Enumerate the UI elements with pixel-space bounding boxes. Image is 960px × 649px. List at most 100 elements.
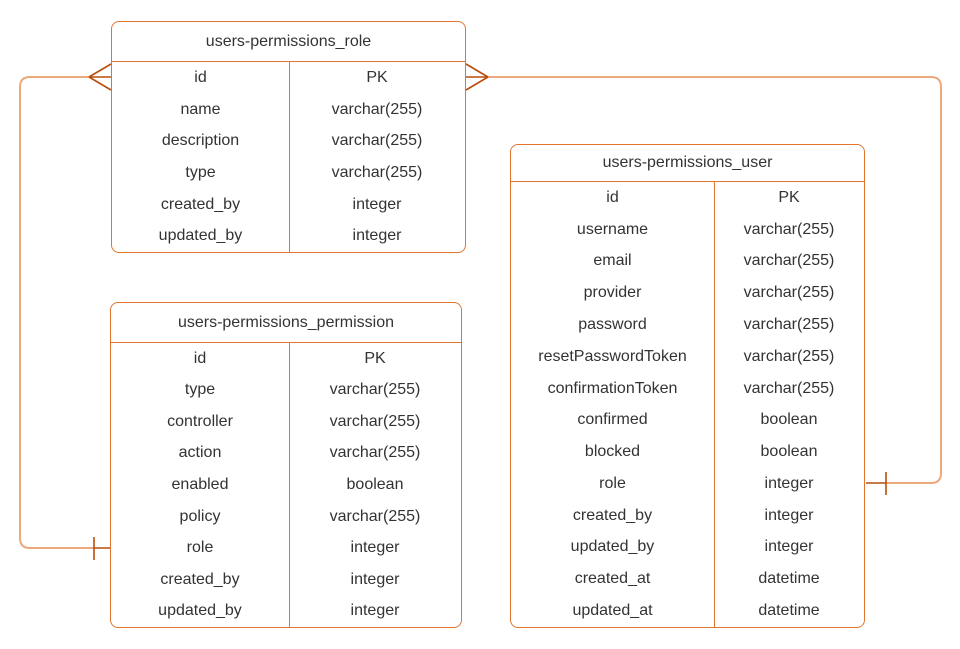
table-row: id PK xyxy=(511,182,864,214)
table-row: confirmed boolean xyxy=(511,404,864,436)
table-row: policy varchar(255) xyxy=(111,501,461,533)
field-name: enabled xyxy=(171,476,229,494)
table-row: controller varchar(255) xyxy=(111,406,461,438)
field-type: PK xyxy=(366,68,388,86)
field-name: description xyxy=(161,132,240,150)
field-type: integer xyxy=(352,227,402,245)
field-type: PK xyxy=(364,349,386,367)
crow-foot-many-marker xyxy=(88,63,112,91)
field-name: confirmed xyxy=(577,411,648,429)
field-type: integer xyxy=(764,506,814,524)
field-type: PK xyxy=(778,188,800,206)
table-row: created_by integer xyxy=(111,564,461,596)
field-name: resetPasswordToken xyxy=(538,347,687,365)
field-name: updated_by xyxy=(158,602,242,620)
field-name: updated_by xyxy=(570,538,655,556)
table-users-permissions-permission[interactable]: users-permissions_permission id PK type … xyxy=(110,302,462,628)
table-title: users-permissions_permission xyxy=(111,303,461,343)
table-row: action varchar(255) xyxy=(111,438,461,470)
field-type: varchar(255) xyxy=(329,507,421,525)
table-users-permissions-user[interactable]: users-permissions_user id PK username va… xyxy=(510,144,865,628)
table-row: email varchar(255) xyxy=(511,246,864,278)
table-row: enabled boolean xyxy=(111,469,461,501)
field-name: type xyxy=(185,163,216,181)
table-row: role integer xyxy=(511,468,864,500)
relationship-line[interactable] xyxy=(488,76,942,484)
field-name: password xyxy=(578,316,647,334)
field-type: varchar(255) xyxy=(331,100,423,118)
field-type: varchar(255) xyxy=(331,132,423,150)
table-row: provider varchar(255) xyxy=(511,277,864,309)
crow-foot-many-marker xyxy=(465,63,489,91)
field-type: varchar(255) xyxy=(329,412,421,430)
table-row: id PK xyxy=(112,62,465,94)
table-row: blocked boolean xyxy=(511,436,864,468)
field-name: email xyxy=(593,252,632,270)
field-name: username xyxy=(576,220,649,238)
table-row: created_by integer xyxy=(511,500,864,532)
field-name: id xyxy=(193,349,207,367)
field-type: varchar(255) xyxy=(743,316,835,334)
field-name: provider xyxy=(583,284,642,302)
table-row: password varchar(255) xyxy=(511,309,864,341)
field-type: integer xyxy=(350,602,400,620)
one-tick-marker xyxy=(866,472,887,495)
table-row: created_at datetime xyxy=(511,563,864,595)
field-name: id xyxy=(194,68,207,86)
field-name: action xyxy=(178,444,222,462)
table-row: type varchar(255) xyxy=(111,375,461,407)
table-row: updated_by integer xyxy=(112,220,465,252)
field-type: varchar(255) xyxy=(743,284,835,302)
field-type: varchar(255) xyxy=(743,252,835,270)
table-row: updated_at datetime xyxy=(511,595,864,627)
field-type: integer xyxy=(764,538,814,556)
table-title: users-permissions_role xyxy=(112,22,465,62)
field-name: created_by xyxy=(572,506,653,524)
field-name: created_by xyxy=(160,570,240,588)
field-name: policy xyxy=(179,507,221,525)
table-row: type varchar(255) xyxy=(112,157,465,189)
field-type: varchar(255) xyxy=(743,379,835,397)
field-type: varchar(255) xyxy=(743,347,835,365)
field-name: controller xyxy=(167,412,233,430)
table-row: created_by integer xyxy=(112,189,465,221)
field-name: name xyxy=(180,100,221,118)
relationship-permission-role[interactable] xyxy=(19,63,112,560)
table-row: updated_by integer xyxy=(511,532,864,564)
field-type: boolean xyxy=(760,443,818,461)
table-row: role integer xyxy=(111,532,461,564)
table-rows: id PK name varchar(255) description varc… xyxy=(112,62,465,252)
field-name: role xyxy=(186,539,214,557)
field-type: integer xyxy=(764,474,814,492)
field-name: updated_by xyxy=(158,227,243,245)
table-rows: id PK type varchar(255) controller varch… xyxy=(111,343,461,627)
field-type: datetime xyxy=(758,602,820,620)
field-type: varchar(255) xyxy=(329,444,421,462)
table-row: updated_by integer xyxy=(111,596,461,628)
table-row: confirmationToken varchar(255) xyxy=(511,373,864,405)
field-type: boolean xyxy=(346,476,404,494)
table-rows: id PK username varchar(255) email varcha… xyxy=(511,182,864,627)
field-name: id xyxy=(606,188,619,206)
table-title: users-permissions_user xyxy=(511,145,864,182)
field-type: integer xyxy=(350,539,400,557)
field-name: role xyxy=(599,474,626,492)
table-row: id PK xyxy=(111,343,461,375)
field-name: updated_at xyxy=(572,602,653,620)
field-type: varchar(255) xyxy=(743,220,835,238)
field-type: varchar(255) xyxy=(331,163,423,181)
field-type: varchar(255) xyxy=(329,381,421,399)
table-row: username varchar(255) xyxy=(511,214,864,246)
field-type: integer xyxy=(352,195,402,213)
field-name: blocked xyxy=(584,443,641,461)
field-type: boolean xyxy=(760,411,818,429)
field-name: confirmationToken xyxy=(547,379,678,397)
relationship-user-role[interactable] xyxy=(465,63,942,495)
field-type: integer xyxy=(350,570,400,588)
relationship-line[interactable] xyxy=(19,76,94,549)
table-users-permissions-role[interactable]: users-permissions_role id PK name varcha… xyxy=(111,21,466,253)
field-name: created_by xyxy=(160,195,241,213)
table-row: name varchar(255) xyxy=(112,94,465,126)
